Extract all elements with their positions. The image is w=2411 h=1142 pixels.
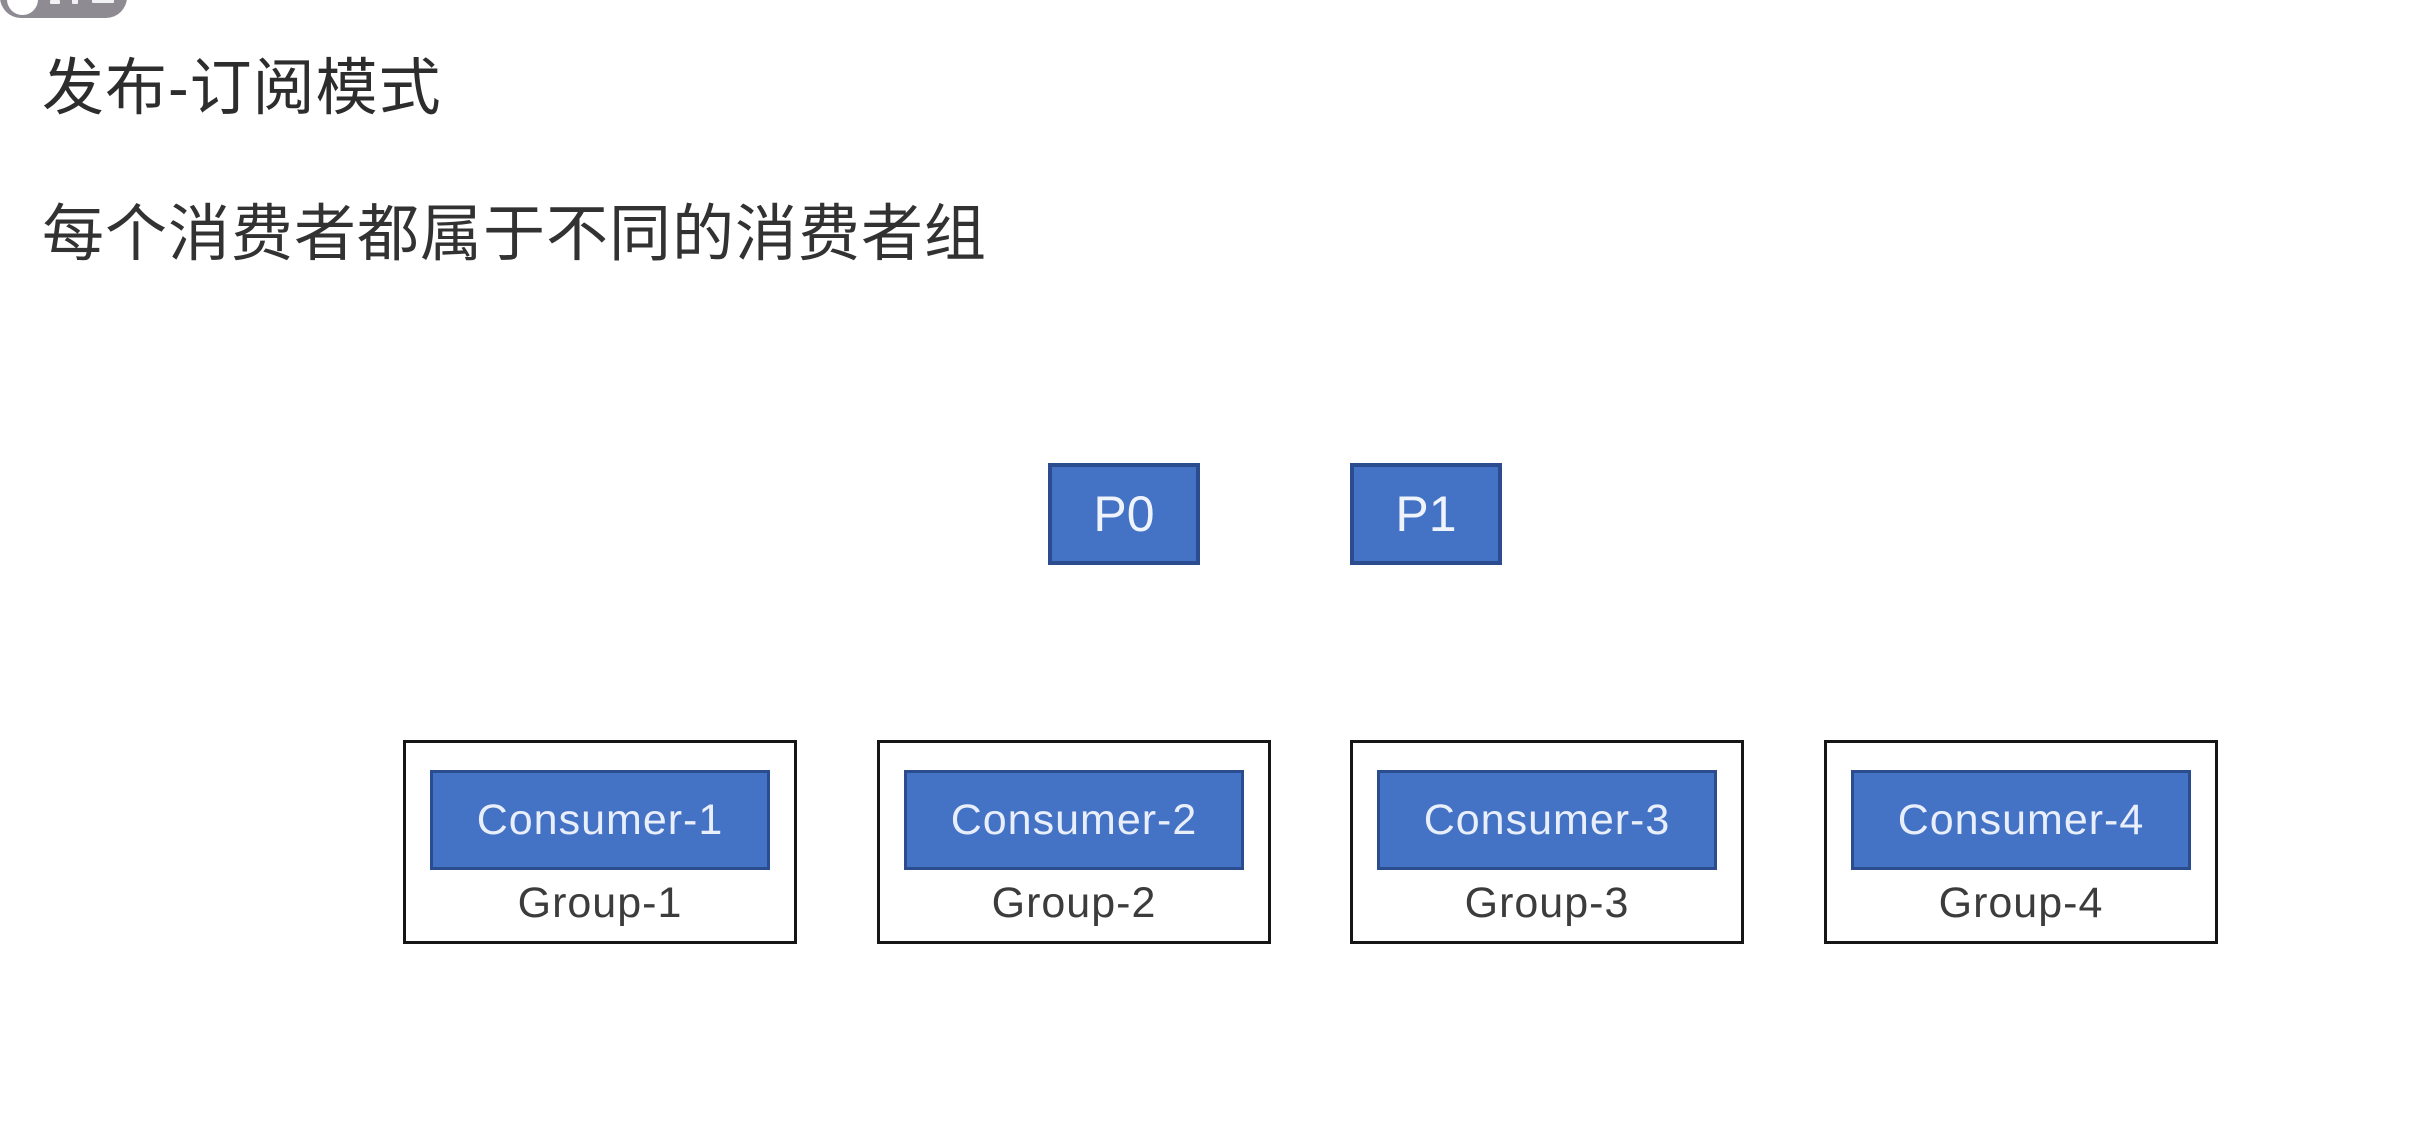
watermark-glyph-icon: [50, 0, 60, 4]
group-label-3: Group-3: [1464, 879, 1630, 927]
slide-title: 发布-订阅模式: [42, 54, 442, 123]
consumer-box-4: Consumer-4: [1851, 770, 2191, 870]
partition-label: P1: [1395, 486, 1457, 542]
consumer-box-1: Consumer-1: [430, 770, 770, 870]
group-box-4: Consumer-4 Group-4: [1824, 740, 2218, 944]
consumer-box-2: Consumer-2: [904, 770, 1244, 870]
group-box-3: Consumer-3 Group-3: [1350, 740, 1744, 944]
group-box-2: Consumer-2 Group-2: [877, 740, 1271, 944]
group-label-2: Group-2: [991, 879, 1157, 927]
consumer-label: Consumer-1: [476, 795, 724, 844]
group-label-4: Group-4: [1938, 879, 2104, 927]
consumer-label: Consumer-2: [950, 795, 1198, 844]
watermark-glyph-icon: [72, 0, 78, 4]
slide-subtitle: 每个消费者都属于不同的消费者组: [42, 200, 988, 269]
partition-label: P0: [1093, 486, 1155, 542]
consumer-box-3: Consumer-3: [1377, 770, 1717, 870]
partition-box-p1: P1: [1350, 463, 1502, 565]
watermark-logo-icon: [7, 0, 38, 15]
consumer-label: Consumer-3: [1423, 795, 1671, 844]
partition-box-p0: P0: [1048, 463, 1200, 565]
watermark-glyph-icon: [92, 0, 114, 3]
floating-watermark-badge[interactable]: [0, 0, 127, 18]
group-label-1: Group-1: [517, 879, 683, 927]
group-box-1: Consumer-1 Group-1: [403, 740, 797, 944]
consumer-label: Consumer-4: [1897, 795, 2145, 844]
